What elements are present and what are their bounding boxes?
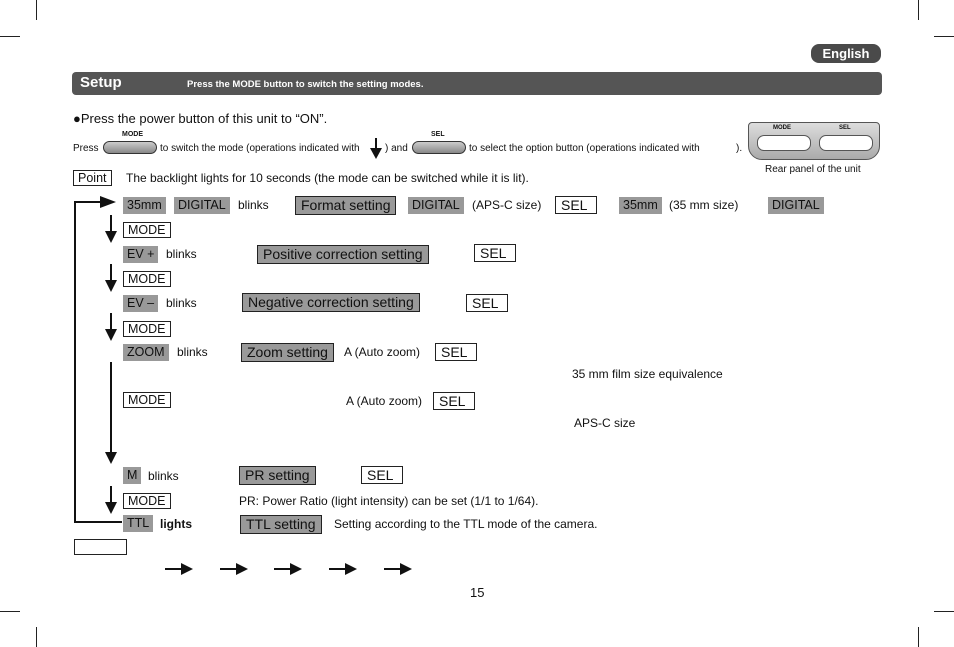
state-text: blinks (166, 247, 197, 261)
crop-mark (0, 36, 20, 37)
language-badge: English (811, 44, 881, 63)
format-setting-label: Format setting (295, 196, 397, 215)
opt-digital: DIGITAL (768, 197, 824, 214)
pr-setting-label: PR setting (239, 466, 316, 485)
page-number: 15 (470, 585, 485, 600)
sel-button: SEL (555, 196, 597, 214)
sel-button-label: SEL (431, 131, 445, 138)
tag-m: M (123, 467, 142, 484)
close-paren: ). (736, 143, 743, 154)
state-text: blinks (166, 296, 197, 310)
rear-panel-caption: Rear panel of the unit (765, 164, 861, 175)
zoom-note: 35 mm film size equivalence (572, 367, 723, 381)
crop-mark (934, 36, 954, 37)
tag-ttl: TTL (123, 515, 154, 532)
tag-zoom: ZOOM (123, 344, 169, 361)
auto-zoom-text: A (Auto zoom) (346, 394, 423, 408)
crop-mark (918, 627, 919, 647)
ttl-setting-label: TTL setting (240, 515, 322, 534)
positive-correction-label: Positive correction setting (257, 245, 429, 264)
crop-mark (0, 611, 20, 612)
opt-35mm: 35mm (619, 197, 662, 214)
arrow-down-icon (370, 138, 382, 159)
arrow-right-icon (384, 563, 412, 575)
mode-button-label: MODE (122, 131, 143, 138)
point-label: Point (73, 170, 112, 186)
zoom-setting-label: Zoom setting (241, 343, 334, 362)
state-text: lights (160, 517, 192, 531)
tag-35mm: 35mm (123, 197, 166, 214)
arrow-right-icon (220, 563, 248, 575)
tag-digital: DIGITAL (174, 197, 230, 214)
mode-box: MODE (123, 271, 171, 287)
crop-mark (36, 0, 37, 20)
state-text: blinks (148, 469, 179, 483)
arrow-right-icon (329, 563, 357, 575)
zoom-note: APS-C size (574, 416, 636, 430)
mode-box: MODE (123, 222, 171, 238)
sel-button: SEL (466, 294, 508, 312)
rear-sel-label: SEL (839, 125, 851, 131)
state-text: blinks (177, 345, 208, 359)
rear-panel-illustration: MODE SEL (748, 122, 880, 160)
rear-mode-label: MODE (773, 125, 791, 131)
pr-note: PR: Power Ratio (light intensity) can be… (239, 494, 539, 508)
ttl-description: Setting according to the TTL mode of the… (334, 517, 598, 531)
sel-button-icon (412, 141, 466, 154)
section-title: Setup (80, 74, 122, 91)
tag-ev-plus: EV + (123, 246, 159, 263)
setup-header-bar: Setup Press the MODE button to switch th… (72, 72, 882, 95)
power-instruction: ●Press the power button of this unit to … (73, 111, 328, 126)
loop-line (74, 521, 122, 523)
sel-button: SEL (474, 244, 516, 262)
arrow-right-icon (165, 563, 193, 575)
point-text: The backlight lights for 10 seconds (the… (126, 171, 529, 185)
opt-text: (APS-C size) (472, 198, 542, 212)
arrow-down-icon (105, 486, 117, 514)
tag-ev-minus: EV – (123, 295, 159, 312)
arrow-down-icon (105, 215, 117, 243)
mode-box: MODE (123, 392, 171, 408)
crop-mark (934, 611, 954, 612)
and-text: ) and (385, 143, 408, 154)
loop-line (74, 201, 104, 203)
arrow-down-icon (105, 362, 117, 464)
opt-text: (35 mm size) (669, 198, 739, 212)
press-text: Press (73, 143, 99, 154)
mode-box: MODE (123, 321, 171, 337)
arrow-down-icon (105, 264, 117, 292)
mode-button-icon (103, 141, 157, 154)
rear-sel-button (819, 135, 873, 151)
sel-button: SEL (361, 466, 403, 484)
sel-button: SEL (433, 392, 475, 410)
section-note: Press the MODE button to switch the sett… (187, 79, 424, 90)
negative-correction-label: Negative correction setting (242, 293, 420, 312)
switch-mode-text: to switch the mode (operations indicated… (160, 143, 360, 154)
sel-button: SEL (435, 343, 477, 361)
arrow-right-icon (274, 563, 302, 575)
opt-digital: DIGITAL (408, 197, 464, 214)
state-text: blinks (238, 198, 269, 212)
rear-mode-button (757, 135, 811, 151)
arrow-down-icon (105, 313, 117, 341)
loop-line (74, 201, 76, 522)
mode-box: MODE (123, 493, 171, 509)
select-option-text: to select the option button (operations … (469, 143, 700, 154)
empty-box (74, 539, 127, 555)
auto-zoom-text: A (Auto zoom) (344, 345, 421, 359)
crop-mark (36, 627, 37, 647)
crop-mark (918, 0, 919, 20)
arrow-right-icon (100, 196, 116, 208)
